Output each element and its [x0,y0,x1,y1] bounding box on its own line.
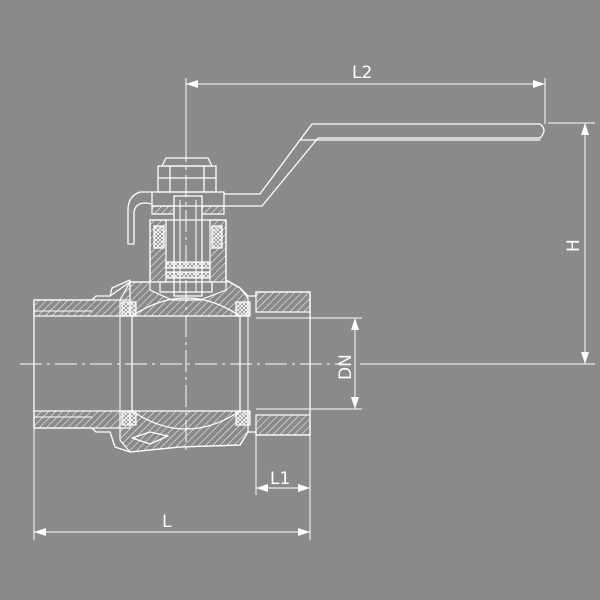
washer [151,191,225,207]
l1-arrow-right [298,484,310,492]
lever-left-hook [127,191,153,245]
stem [173,195,203,297]
lever-handle [127,123,545,245]
lever-outline [223,123,545,207]
washer-hatch-right [201,205,225,215]
l2-arrow-right [533,80,545,88]
nut-top [161,157,213,167]
stem-packing-left [153,225,165,249]
l-label: L [162,512,172,532]
right-wall-bottom [255,414,311,436]
right-wall-top [255,291,311,313]
dn-arrow-top [351,318,359,330]
seat-seal-top-left [121,301,137,317]
stem-packing-right [211,225,223,249]
left-wall-top [33,299,131,317]
stem-collar [159,281,213,293]
stem-oring-1 [165,261,211,269]
dn-label: DN [336,354,356,380]
l-arrow-right [298,528,310,536]
seat-seal-bottom-left [121,410,137,426]
valve-body [33,219,311,453]
l-arrow-left [34,528,46,536]
l1-label: L1 [270,469,290,489]
l2-arrow-left [186,80,198,88]
hex-nut [157,165,217,193]
h-arrow-top [581,123,589,135]
ball-outline [131,297,241,430]
washer-hatch-left [151,205,175,215]
seat-seal-top-right [235,301,251,317]
dn-arrow-bottom [351,397,359,409]
l1-arrow-left [256,484,268,492]
h-arrow-bottom [581,352,589,364]
l2-label: L2 [352,63,372,83]
h-label: H [564,239,584,252]
stem-assembly [149,157,227,297]
left-wall-bottom [33,410,131,429]
seat-seal-bottom-right [235,410,251,426]
stem-oring-2 [165,271,211,279]
body-bottom-nub [131,431,169,445]
dimensions: L2 H DN L1 L [33,63,595,540]
